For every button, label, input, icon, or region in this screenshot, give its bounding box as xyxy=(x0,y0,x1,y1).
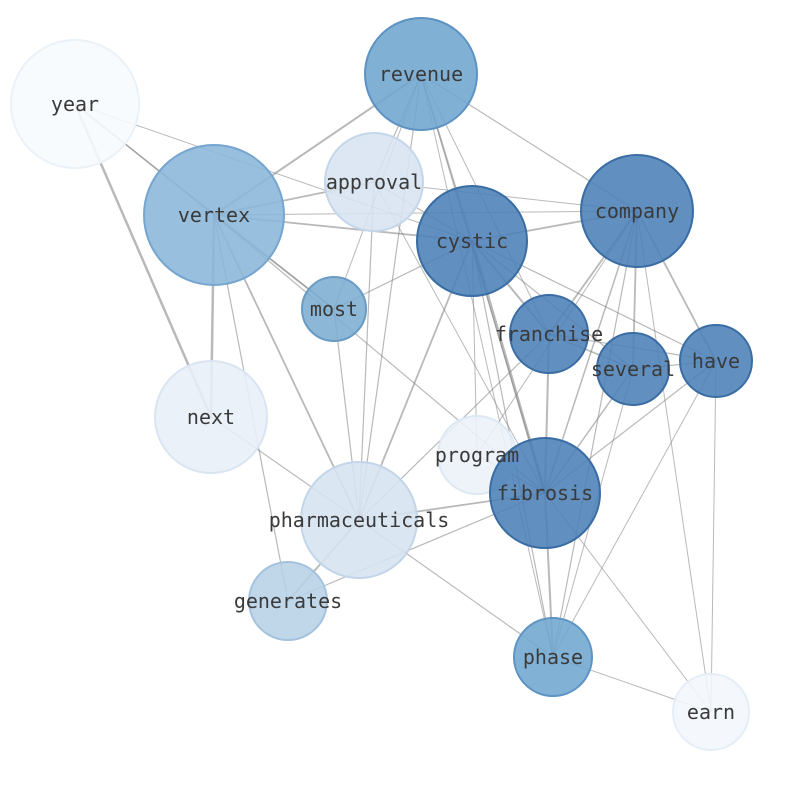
edge-company-earn xyxy=(636,210,712,713)
node-fibrosis xyxy=(489,437,601,549)
node-earn xyxy=(672,673,750,751)
edge-approval-fibrosis xyxy=(373,181,546,494)
edge-have-earn xyxy=(710,360,717,713)
node-franchise xyxy=(509,294,589,374)
nodes-layer xyxy=(10,17,753,751)
node-phase xyxy=(513,617,593,697)
node-generates xyxy=(248,561,328,641)
edge-have-phase xyxy=(552,360,717,658)
node-year xyxy=(10,39,140,169)
node-cystic xyxy=(416,185,528,297)
edge-company-phase xyxy=(552,210,638,658)
node-revenue xyxy=(364,17,478,131)
edge-revenue-phase xyxy=(420,73,554,658)
node-vertex xyxy=(143,144,285,286)
node-pharmaceuticals xyxy=(300,461,418,579)
node-approval xyxy=(324,132,424,232)
node-most xyxy=(301,276,367,342)
node-several xyxy=(596,332,670,406)
node-have xyxy=(679,324,753,398)
node-next xyxy=(154,360,268,474)
node-company xyxy=(580,154,694,268)
